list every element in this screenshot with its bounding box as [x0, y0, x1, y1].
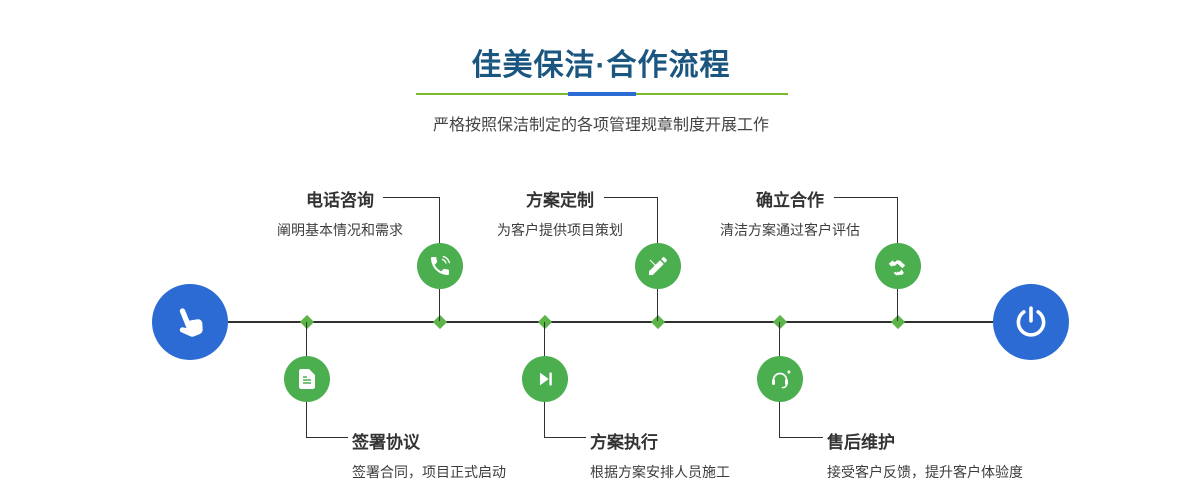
- step-desc: 清洁方案通过客户评估: [720, 222, 860, 238]
- step-title: 方案执行: [590, 433, 658, 452]
- power-icon: [1013, 304, 1049, 340]
- connector-line: [306, 402, 307, 438]
- step-title: 方案定制: [526, 191, 594, 210]
- step-text-block: 方案定制 为客户提供项目策划: [465, 186, 655, 240]
- step-text-block: 方案执行 根据方案安排人员施工: [590, 428, 820, 482]
- connector-line: [306, 437, 348, 438]
- connector-line: [604, 197, 658, 198]
- timeline-marker: [537, 314, 553, 330]
- step-node-design: [635, 243, 681, 289]
- connector-line: [383, 197, 440, 198]
- step-node-agreement: [284, 356, 330, 402]
- step-desc: 签署合同，项目正式启动: [352, 464, 506, 480]
- step-text-block: 电话咨询 阐明基本情况和需求: [245, 186, 435, 240]
- step-text-block: 售后维护 接受客户反馈，提升客户体验度: [827, 428, 1077, 482]
- timeline-line: [228, 321, 993, 323]
- timeline-marker: [299, 314, 315, 330]
- connector-line: [779, 437, 823, 438]
- connector-line: [439, 289, 440, 321]
- step-text-block: 签署协议 签署合同，项目正式启动: [352, 428, 582, 482]
- page-title: 佳美保洁·合作流程: [471, 49, 731, 82]
- step-title: 电话咨询: [306, 191, 374, 210]
- headset-icon: [768, 367, 792, 391]
- timeline-start-node: [152, 284, 228, 360]
- handshake-icon: [885, 253, 911, 279]
- pencil-icon: [646, 254, 670, 278]
- connector-line: [439, 197, 440, 243]
- step-node-service: [757, 356, 803, 402]
- connector-line: [834, 197, 898, 198]
- hand-pointer-icon: [170, 302, 210, 342]
- step-node-execution: [522, 356, 568, 402]
- timeline-end-node: [993, 284, 1069, 360]
- timeline-marker: [650, 314, 666, 330]
- timeline-marker: [772, 314, 788, 330]
- play-icon: [534, 368, 556, 390]
- connector-line: [657, 197, 658, 243]
- connector-line: [657, 289, 658, 321]
- connector-line: [544, 402, 545, 438]
- title-divider: [416, 92, 788, 96]
- document-icon: [295, 367, 319, 391]
- connector-line: [779, 322, 780, 356]
- step-title: 确立合作: [756, 191, 824, 210]
- step-text-block: 确立合作 清洁方案通过客户评估: [695, 186, 885, 240]
- phone-icon: [428, 254, 452, 278]
- connector-line: [544, 322, 545, 356]
- step-desc: 为客户提供项目策划: [497, 222, 623, 238]
- step-desc: 根据方案安排人员施工: [590, 464, 730, 480]
- connector-line: [897, 289, 898, 321]
- step-desc: 接受客户反馈，提升客户体验度: [827, 464, 1023, 480]
- step-node-cooperation: [875, 243, 921, 289]
- step-node-phone: [417, 243, 463, 289]
- step-title: 售后维护: [827, 433, 895, 452]
- connector-line: [306, 322, 307, 356]
- connector-line: [897, 197, 898, 243]
- timeline-marker: [890, 314, 906, 330]
- step-desc: 阐明基本情况和需求: [277, 222, 403, 238]
- timeline-marker: [432, 314, 448, 330]
- connector-line: [779, 402, 780, 438]
- step-title: 签署协议: [352, 433, 420, 452]
- title-divider-accent: [568, 92, 636, 96]
- page-subtitle: 严格按照保洁制定的各项管理规章制度开展工作: [432, 117, 769, 134]
- connector-line: [544, 437, 586, 438]
